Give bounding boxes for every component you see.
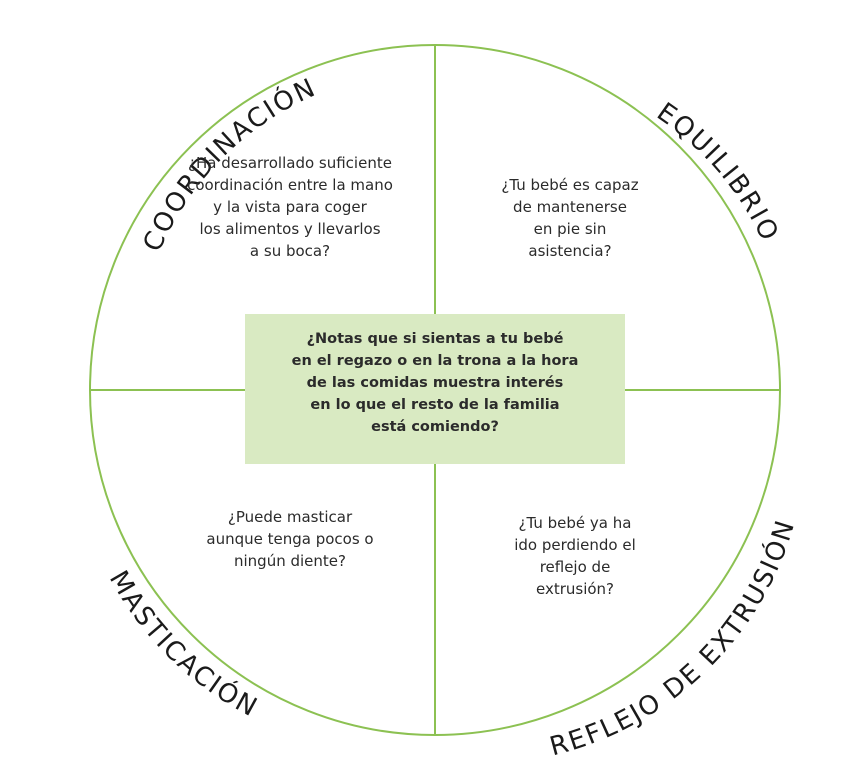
label-masticacion: MASTICACIÓN — [103, 566, 263, 724]
question-equilibrio: ¿Tu bebé es capaz de mantenerse en pie s… — [501, 176, 639, 260]
question-coordinacion: ¿Ha desarrollado suficiente coordinación… — [187, 154, 393, 260]
question-masticacion: ¿Puede masticar aunque tenga pocos o nin… — [206, 508, 374, 570]
question-reflejo-de-extrusion: ¿Tu bebé ya ha ido perdiendo el reflejo … — [514, 514, 636, 598]
label-equilibrio: EQUILIBRIO — [651, 97, 784, 247]
center-question-box: ¿Notas que si sientas a tu bebé en el re… — [245, 314, 625, 464]
